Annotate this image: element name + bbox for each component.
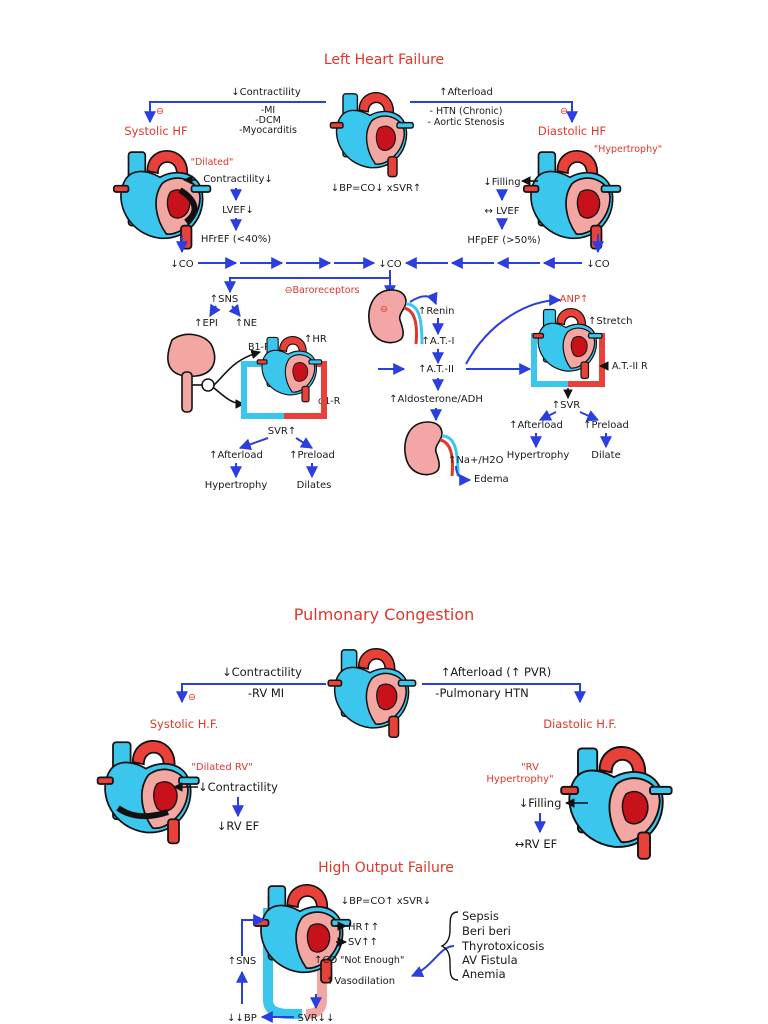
lhf-renin: ↑Renin: [418, 306, 454, 317]
lhf-hr: ↑HR: [304, 334, 327, 345]
lhf-sns: ↑SNS: [210, 294, 239, 305]
lhf-dia-lvef: ↔ LVEF: [485, 206, 520, 217]
hof-hr: HR↑↑: [348, 922, 379, 933]
hof-svr: SVR↓↓: [298, 1013, 335, 1024]
pc-hypertrophy-label-2: Hypertrophy": [486, 774, 553, 785]
lhf-kidney-top: [367, 288, 424, 346]
lhf-kidney-minus: ⊖: [380, 304, 388, 315]
pc-center-heart: [327, 647, 417, 739]
hof-bp-formula: ↓BP=CO↑ xSVR↓: [341, 896, 432, 907]
pc-hypertrophy-label-1: "RV: [521, 762, 539, 773]
pc-systolic-heart: [96, 739, 200, 845]
lhf-contractility-arrow: [144, 101, 326, 124]
lhf-diastolic-title: Diastolic HF: [538, 124, 606, 138]
hof-cause-sepsis: Sepsis: [462, 909, 499, 923]
hof-vasodilation: ↑Vasodilation: [326, 976, 395, 987]
lhf-preload-right: ↑Preload: [583, 420, 629, 431]
lhf-dia-hfpef: HFpEF (>50%): [467, 235, 540, 246]
lhf-sys-contractility: Contractility↓: [203, 174, 273, 185]
lhf-at2r: A.T.-II R: [612, 361, 648, 372]
hof-circuit: [252, 883, 352, 1019]
pc-dia-rvef: ↔RV EF: [515, 837, 557, 851]
pc-cause: -RV MI: [248, 686, 284, 700]
pc-sys-contractility: ↓Contractility: [198, 780, 278, 794]
hof-bp: ↓↓BP: [227, 1013, 257, 1024]
lhf-at2: ↑A.T.-II: [418, 364, 454, 375]
lhf-svr-right: ↑SVR: [552, 400, 581, 411]
lhf-co-right: ↓CO: [586, 259, 609, 270]
lhf-afterload-cause-htn: - HTN (Chronic): [430, 106, 503, 117]
lhf-cause-mi: -MI: [261, 105, 275, 116]
lhf-afterload-arrow: [410, 101, 578, 124]
hof-sns: ↑SNS: [228, 956, 257, 967]
brain-spinal-cord: [167, 333, 216, 413]
lhf-minus-left: ⊖: [156, 106, 164, 117]
pc-title: Pulmonary Congestion: [294, 605, 475, 624]
lhf-na-h2o: ↑Na+/H2O: [448, 455, 504, 466]
lhf-svr-left: SVR↑: [268, 426, 297, 437]
lhf-afterload: ↑Afterload: [439, 87, 493, 98]
hof-cause-beriberi: Beri beri: [462, 924, 511, 938]
lhf-at1: ↑A.T.-I: [422, 336, 455, 347]
lhf-hypertrophy-label: "Hypertrophy": [594, 144, 662, 155]
lhf-dilated-label: "Dilated": [191, 157, 234, 168]
lhf-circuit-right: [531, 307, 605, 387]
lhf-epi: ↑EPI: [194, 318, 218, 329]
pc-diastolic-title: Diastolic H.F.: [543, 717, 617, 731]
lhf-aldosterone: ↑Aldosterone/ADH: [389, 394, 483, 405]
lhf-baroreceptors: ⊖Baroreceptors: [285, 285, 360, 296]
pc-dilated-label: "Dilated RV": [191, 762, 252, 773]
lhf-title: Left Heart Failure: [324, 52, 444, 68]
lhf-diastolic-heart: [522, 149, 622, 250]
lhf-anp: ANP↑: [560, 294, 589, 305]
pc-afterload-cause: -Pulmonary HTN: [435, 686, 528, 700]
lhf-bp-formula: ↓BP=CO↓ xSVR↑: [331, 183, 422, 194]
lhf-minus-right: ⊖: [560, 106, 568, 117]
lhf-dilates-left: Dilates: [297, 480, 332, 491]
lhf-cause-myocarditis: -Myocarditis: [239, 125, 297, 136]
lhf-center-heart: [329, 91, 414, 178]
pc-systolic-title: Systolic H.F.: [150, 717, 219, 731]
lhf-hypertrophy-right: Hypertrophy: [507, 450, 570, 461]
lhf-dia-filling: ↓Filling: [483, 177, 520, 188]
lhf-preload-left: ↑Preload: [289, 450, 335, 461]
lhf-afterload-right: ↑Afterload: [509, 420, 563, 431]
hof-co: ↑CO: [314, 955, 337, 966]
lhf-dilate-right: Dilate: [591, 450, 620, 461]
lhf-stretch: ↑Stretch: [588, 316, 632, 327]
lhf-a1r: α1-R: [318, 396, 341, 407]
hof-not-enough: "Not Enough": [340, 955, 404, 966]
hof-cause-av-fistula: AV Fistula: [462, 953, 518, 967]
lhf-afterload-cause-as: - Aortic Stenosis: [427, 117, 504, 128]
lhf-ne: ↑NE: [235, 318, 257, 329]
hof-cause-thyrotoxicosis: Thyrotoxicosis: [461, 939, 544, 953]
pc-afterload: ↑Afterload (↑ PVR): [441, 665, 552, 679]
lhf-co-center: ↓CO: [378, 259, 401, 270]
hof-sv: SV↑↑: [348, 937, 378, 948]
pc-dia-filling: ↓Filling: [519, 796, 562, 810]
lhf-co-left: ↓CO: [170, 259, 193, 270]
lhf-systolic-title: Systolic HF: [124, 124, 187, 138]
hof-title: High Output Failure: [318, 860, 454, 876]
lhf-contractility: ↓Contractility: [231, 87, 301, 98]
lhf-kidney-bottom: [403, 420, 460, 478]
lhf-sys-lvef: LVEF↓: [222, 205, 254, 216]
lhf-cause-dcm: -DCM: [255, 115, 281, 126]
lhf-circuit-left: [241, 335, 327, 419]
lhf-b1r: B1-R: [248, 342, 271, 353]
lhf-hypertrophy-left: Hypertrophy: [205, 480, 268, 491]
pc-contractility: ↓Contractility: [222, 665, 302, 679]
pc-sys-rvef: ↓RV EF: [217, 819, 259, 833]
pc-minus: ⊖: [188, 692, 196, 703]
hof-cause-anemia: Anemia: [462, 967, 506, 981]
lhf-sys-hfref: HFrEF (<40%): [201, 234, 271, 245]
lhf-afterload-left: ↑Afterload: [209, 450, 263, 461]
lhf-edema: Edema: [474, 474, 509, 485]
